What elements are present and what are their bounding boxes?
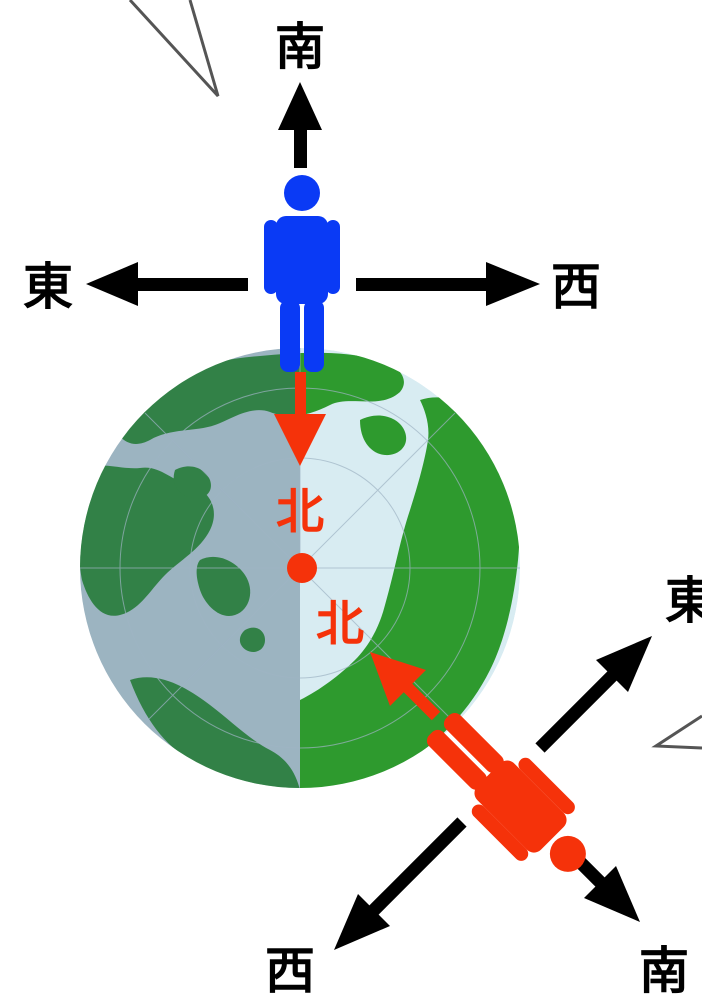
top-north-arrow	[274, 372, 326, 466]
bottom-person-leg-right	[443, 712, 504, 773]
top-person-leg-right	[304, 300, 324, 372]
top-east-arrow-shaft	[130, 278, 248, 291]
top-west-arrow-shaft	[356, 278, 492, 291]
bottom-person-body	[474, 760, 567, 853]
top-person-arm-left	[264, 220, 278, 294]
bottom-south-arrow-head	[584, 866, 640, 922]
speech-bubble-tail-top	[128, 0, 220, 98]
top-south-label: 南	[275, 18, 325, 76]
bottom-west-arrow-shaft	[365, 817, 467, 919]
standing-person-icon	[264, 175, 340, 372]
bottom-person-leg-left	[426, 729, 487, 790]
bottom-south-label: 南	[639, 942, 689, 1000]
top-north-label: 北	[276, 484, 324, 540]
bottom-north-label: 北	[316, 596, 364, 652]
top-person-arm-right	[326, 220, 340, 294]
top-south-arrow-head	[278, 82, 322, 130]
bottom-north-arrow	[370, 652, 441, 721]
standing-person-icon	[426, 712, 586, 872]
top-west-arrow-head	[486, 262, 540, 306]
top-east-label: 東	[23, 258, 73, 316]
top-person-body	[276, 216, 328, 304]
globe-night-shade	[80, 348, 300, 788]
top-west-label: 西	[551, 258, 601, 316]
bottom-person-arm-right	[518, 757, 575, 815]
top-person-compass	[86, 82, 540, 306]
bottom-east-arrow-head	[596, 636, 652, 692]
north-pole-dot	[287, 553, 317, 583]
bottom-east-label: 東	[665, 572, 702, 630]
top-person-head	[284, 175, 320, 211]
bottom-east-arrow-shaft	[535, 665, 623, 753]
top-south-arrow-shaft	[294, 120, 307, 168]
bottom-person-head	[549, 835, 586, 872]
bottom-person-arm-left	[471, 804, 529, 861]
globe-graticule	[80, 348, 520, 749]
top-person-leg-left	[280, 300, 300, 372]
bottom-west-arrow-head	[334, 894, 390, 950]
bottom-west-label: 西	[265, 942, 315, 1000]
speech-bubble-tail-right	[651, 714, 702, 750]
top-east-arrow-head	[86, 262, 138, 306]
